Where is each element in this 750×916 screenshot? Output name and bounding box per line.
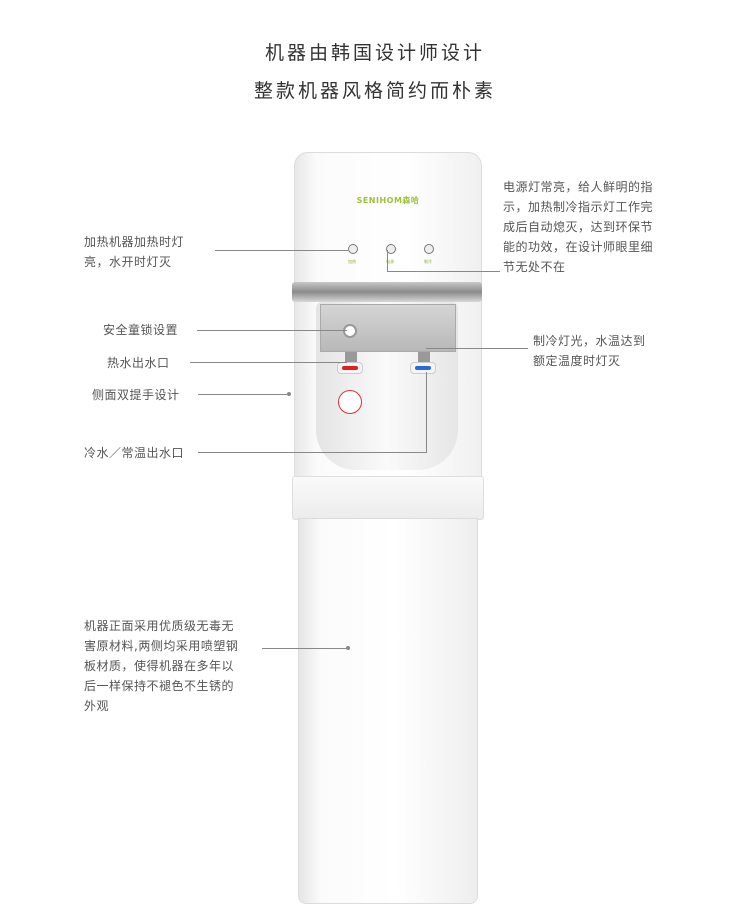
brand-logo: SENIHOM森哈 [356, 196, 420, 205]
chrome-trim-bar [292, 282, 482, 302]
material-marker [346, 646, 350, 650]
hot-tap-handle [337, 362, 363, 374]
heating-indicator-icon [348, 244, 358, 254]
power-light-note: 电源灯常亮，给人鲜明的指 示，加热制冷指示灯工作完 成后自动熄灭，达到环保节 能… [503, 177, 653, 277]
indicator-label: 加热 [348, 259, 356, 264]
power-light-leader [387, 271, 500, 272]
cold-outlet-leader-vertical [426, 372, 427, 452]
headline-line-2: 整款机器风格简约而朴素 [253, 80, 496, 102]
note-line: 额定温度时灯灭 [533, 354, 621, 368]
power-indicator-icon [386, 244, 396, 254]
note-line: 害原材料,两侧均采用喷塑钢 [84, 639, 239, 653]
child-lock-leader [197, 330, 347, 331]
note-line: 亮，水开时灯灭 [84, 255, 172, 269]
note-line: 板材质，使得机器在多年以 [84, 659, 235, 673]
side-handle-leader [198, 394, 288, 395]
note-line: 加热机器加热时灯 [84, 235, 185, 249]
note-line: 电源灯常亮，给人鲜明的指 [503, 180, 654, 194]
cold-outlet-leader [198, 452, 427, 453]
cold-outlet-note: 冷水／常温出水口 [84, 446, 185, 460]
hot-outlet-note: 热水出水口 [107, 356, 170, 370]
heating-light-note: 加热机器加热时灯 亮，水开时灯灭 [84, 232, 184, 272]
note-line: 外观 [84, 699, 110, 713]
child-lock-note: 安全童锁设置 [103, 323, 179, 337]
note-line: 成后自动熄灭，达到环保节 [503, 220, 654, 234]
note-line: 节无处不在 [503, 260, 566, 274]
warning-sticker [338, 390, 362, 414]
hot-outlet-leader [190, 362, 347, 363]
indicator-label: 电源 [386, 259, 394, 264]
dispenser-lower-cabinet [298, 518, 478, 904]
side-handle-note: 侧面双提手设计 [92, 388, 180, 402]
material-note: 机器正面采用优质级无毒无 害原材料,两侧均采用喷塑钢 板材质，使得机器在多年以 … [84, 616, 238, 716]
cooling-indicator-icon [424, 244, 434, 254]
cooling-light-note: 制冷灯光，水温达到 额定温度时灯灭 [533, 331, 646, 371]
cold-tap-handle [410, 362, 436, 374]
middle-band [292, 476, 484, 520]
material-leader [262, 648, 348, 649]
note-line: 机器正面采用优质级无毒无 [84, 619, 235, 633]
note-line: 能的功效，在设计师眼里细 [503, 240, 654, 254]
power-light-leader-vertical [387, 250, 388, 271]
note-line: 制冷灯光，水温达到 [533, 334, 646, 348]
child-lock-button [343, 324, 357, 338]
heating-light-leader [215, 250, 348, 251]
tap-panel [320, 304, 456, 352]
note-line: 示，加热制冷指示灯工作完 [503, 200, 654, 214]
indicator-label: 制冷 [424, 259, 432, 264]
cooling-light-leader [426, 348, 528, 349]
headline-line-1: 机器由韩国设计师设计 [264, 42, 485, 64]
note-line: 后一样保持不褪色不生锈的 [84, 679, 235, 693]
side-handle-marker [287, 392, 291, 396]
